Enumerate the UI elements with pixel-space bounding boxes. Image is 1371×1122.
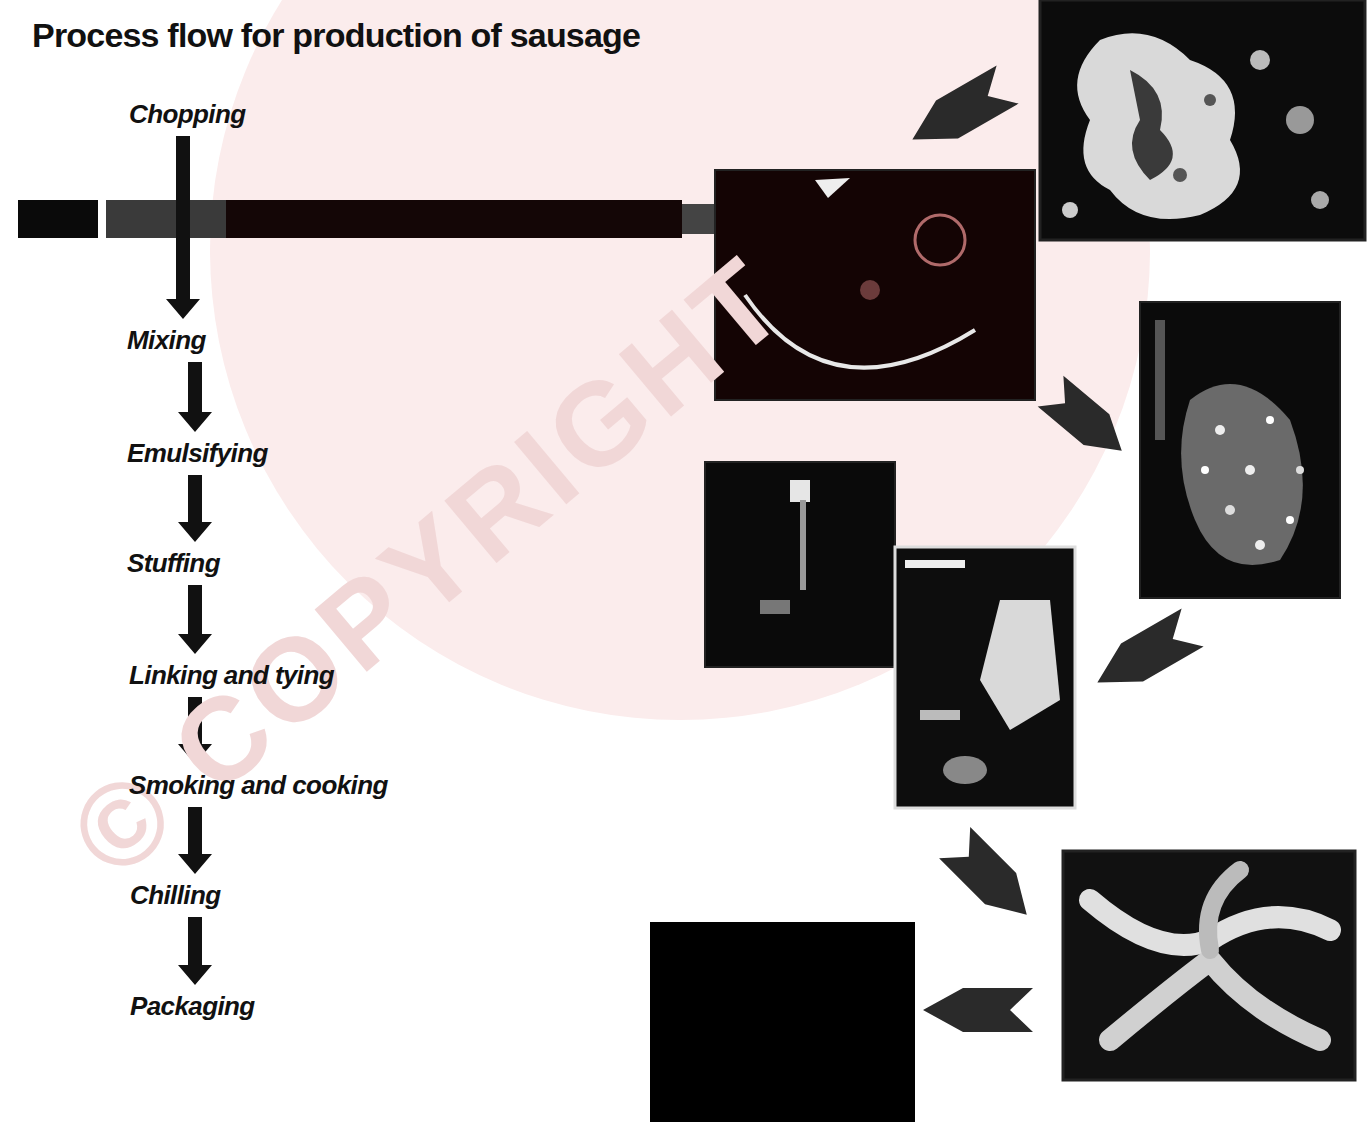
step-label: Chopping <box>129 99 246 129</box>
flow-arrow <box>178 585 212 654</box>
bar <box>18 200 98 238</box>
step-text: Stuffing <box>123 545 224 581</box>
bar <box>226 200 682 238</box>
photo <box>1140 302 1340 598</box>
flow-arrow <box>178 807 212 874</box>
step-text: Chopping <box>125 96 250 132</box>
photo <box>650 922 915 1122</box>
step-text: Linking and tying <box>125 657 338 693</box>
step-text: Chilling <box>126 877 225 913</box>
photo <box>715 170 1035 400</box>
step-label: Packaging <box>130 991 255 1021</box>
flow-arrow <box>178 697 212 764</box>
step-text: Emulsifying <box>123 435 272 471</box>
flow-arrow <box>178 362 212 432</box>
flow-arrow <box>178 917 212 985</box>
chevron-arrows <box>901 65 1203 1032</box>
photo <box>705 462 1075 808</box>
bar <box>682 204 718 234</box>
step-label: Mixing <box>127 325 206 355</box>
title: Process flow for production of sausage <box>32 16 640 55</box>
bar <box>106 200 230 238</box>
flow-arrow <box>178 475 212 542</box>
step-text: Smoking and cooking <box>125 767 392 803</box>
title-text: Process flow for production of sausage <box>32 16 640 54</box>
step-label: Linking and tying <box>129 660 334 690</box>
step-label: Smoking and cooking <box>129 770 388 800</box>
step-text: Packaging <box>126 988 259 1024</box>
step-label: Stuffing <box>127 548 220 578</box>
flow-arrow <box>166 136 200 319</box>
step-label: Emulsifying <box>127 438 268 468</box>
step-label: Chilling <box>130 880 221 910</box>
step-text: Mixing <box>123 322 210 358</box>
photo <box>1063 851 1355 1080</box>
photo <box>1040 0 1365 240</box>
